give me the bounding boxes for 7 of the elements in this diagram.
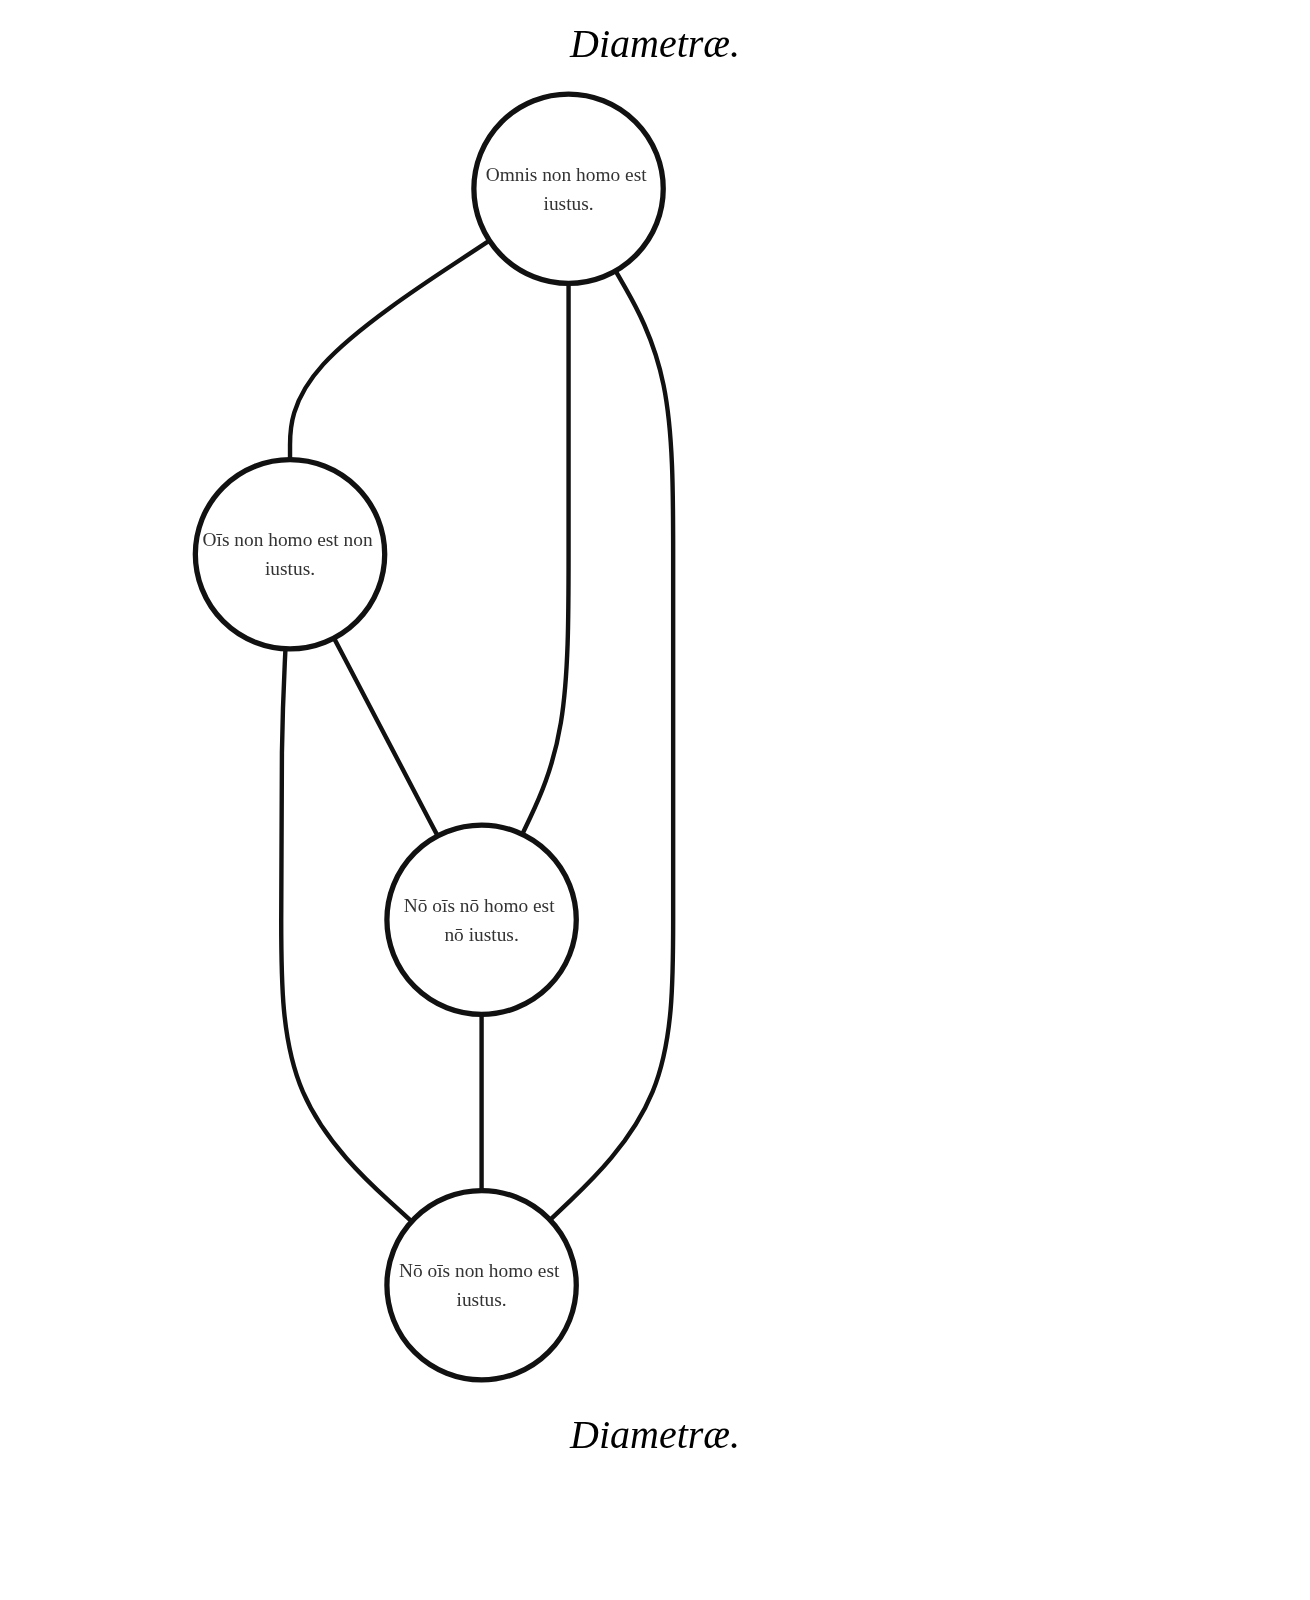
node-circle: Omnis non homo est iustus. <box>471 91 666 287</box>
node-circle: Nō oīs non homo est iustus. <box>384 1187 579 1383</box>
node-circle: Oīs non homo est non iustus. <box>192 456 388 652</box>
diagonal-caption: Diametræ. <box>568 1411 741 1458</box>
connector <box>548 269 676 1222</box>
node-circle: Nō oīs nō homo est nō iustus. <box>384 822 579 1018</box>
diagonal-caption: Diametræ. <box>568 20 741 67</box>
